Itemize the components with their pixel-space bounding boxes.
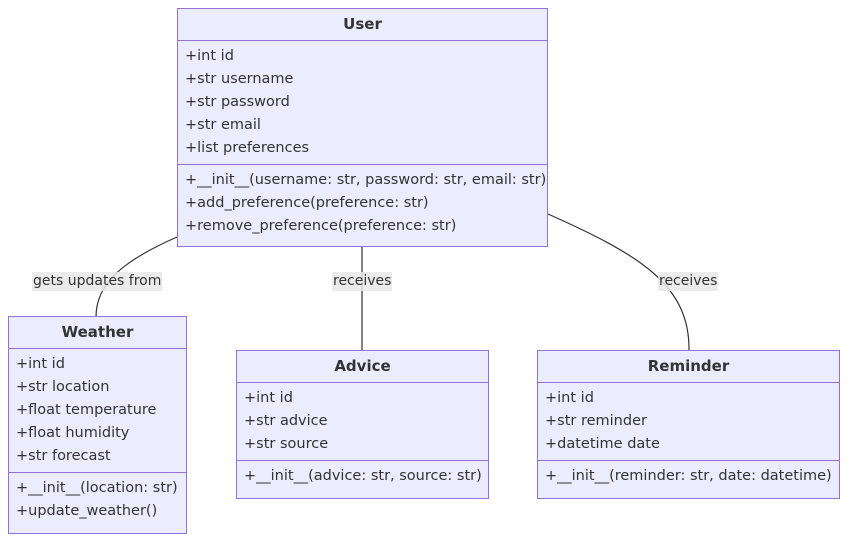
class-reminder-attributes: +int id +str reminder +datetime date [538,382,839,460]
class-advice-name: Advice [334,357,391,375]
method: +__init__(username: str, password: str, … [185,172,547,188]
attribute: +str forecast [16,448,111,464]
edge-user-reminder [547,213,690,352]
class-weather-name: Weather [61,323,134,341]
method: +update_weather() [16,503,158,519]
attribute: +str reminder [545,413,647,429]
class-reminder-name: Reminder [647,357,730,375]
attribute: +str username [185,71,294,87]
attribute: +str password [185,94,290,110]
class-weather-attributes: +int id +str location +float temperature… [9,348,186,472]
class-user-attributes: +int id +str username +str password +str… [178,40,547,164]
class-weather-methods: +__init__(location: str) +update_weather… [9,472,186,527]
class-reminder[interactable]: Reminder +int id +str reminder +datetime… [537,350,840,499]
attribute: +float temperature [16,402,157,418]
method: +add_preference(preference: str) [185,195,429,211]
attribute: +float humidity [16,425,130,441]
attribute: +str advice [244,413,328,429]
attribute: +int id [16,356,65,372]
edge-label-user-advice: receives [332,272,393,291]
attribute: +str source [244,436,329,452]
attribute: +int id [545,390,594,406]
class-user-name: User [343,15,382,33]
attribute: +int id [185,48,234,64]
attribute: +datetime date [545,436,660,452]
edge-label-user-reminder: receives [658,272,719,291]
class-user[interactable]: User +int id +str username +str password… [177,8,548,247]
class-advice[interactable]: Advice +int id +str advice +str source +… [236,350,489,499]
class-advice-attributes: +int id +str advice +str source [237,382,488,460]
attribute: +str location [16,379,110,395]
method: +remove_preference(preference: str) [185,218,457,234]
method: +__init__(reminder: str, date: datetime) [545,468,832,484]
attribute: +str email [185,117,261,133]
class-user-methods: +__init__(username: str, password: str, … [178,164,547,242]
attribute: +int id [244,390,293,406]
class-advice-methods: +__init__(advice: str, source: str) [237,460,488,492]
attribute: +list preferences [185,140,310,156]
edge-label-user-weather: gets updates from [32,272,163,291]
method: +__init__(location: str) [16,480,178,496]
method: +__init__(advice: str, source: str) [244,468,482,484]
class-weather[interactable]: Weather +int id +str location +float tem… [8,316,187,534]
class-reminder-methods: +__init__(reminder: str, date: datetime) [538,460,839,492]
